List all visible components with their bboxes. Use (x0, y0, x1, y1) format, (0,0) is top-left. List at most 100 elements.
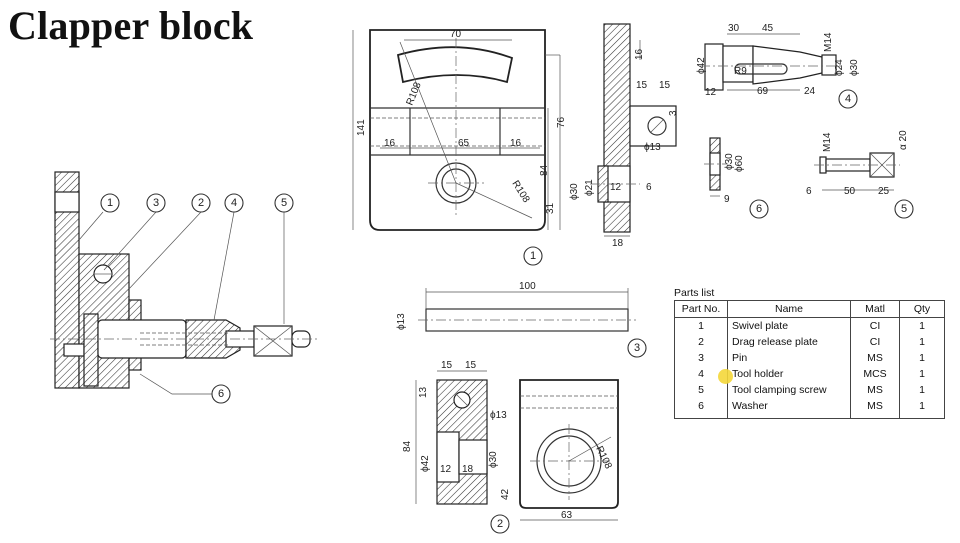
cell-part-no: 3 (674, 350, 728, 366)
dim-p1-r108-top: R108 (405, 80, 424, 107)
dim-p1s-d21: ϕ21 (584, 179, 595, 196)
dim-p1s-12: 12 (610, 182, 622, 193)
cell-qty: 1 (899, 334, 945, 350)
dim-p1-31: 31 (545, 202, 556, 214)
dim-p1s-18: 18 (612, 238, 624, 249)
dim-p4-30: 30 (728, 23, 740, 34)
parts-list-row: 1 Swivel plate CI 1 (674, 317, 945, 334)
part4-label: 4 (838, 89, 858, 109)
dim-p1-r108-bottom: R108 (509, 179, 531, 205)
dim-p5-a20: α 20 (898, 130, 909, 150)
dim-p1s-d13: ϕ13 (644, 142, 661, 153)
dim-p2-42: 42 (500, 488, 511, 500)
dim-p6-d30: ϕ30 (724, 153, 735, 170)
dim-p1s-d30: ϕ30 (569, 183, 580, 200)
assembly-balloon-3: 3 (146, 193, 166, 213)
dim-p4-m14: M14 (823, 32, 834, 52)
dim-p1-16-right: 16 (510, 138, 522, 149)
svg-text:4: 4 (231, 197, 237, 209)
svg-text:2: 2 (198, 197, 204, 209)
dim-p3-d13: ϕ13 (396, 313, 407, 330)
cell-qty: 1 (899, 382, 945, 398)
dim-p1-84: 84 (539, 164, 550, 176)
svg-text:1: 1 (530, 250, 536, 262)
part4-view (700, 33, 842, 91)
dim-p2-12: 12 (440, 464, 452, 475)
assembly-balloon-1: 1 (100, 193, 120, 213)
header-name: Name (727, 300, 851, 318)
parts-list-row: 3 Pin MS 1 (674, 350, 945, 366)
cell-matl: MCS (850, 366, 900, 382)
svg-text:3: 3 (634, 342, 640, 354)
dim-p2-18: 18 (462, 464, 474, 475)
assembly-balloon-5: 5 (274, 193, 294, 213)
part1-front-view (352, 29, 561, 231)
parts-list-header-row: Part No. Name Matl Qty (674, 300, 945, 318)
assembly-balloon-6: 6 (211, 384, 231, 404)
assembly-balloon-2: 2 (191, 193, 211, 213)
part3-label: 3 (627, 338, 647, 358)
parts-list-row: 4 Tool holder MCS 1 (674, 366, 945, 382)
part1-label: 1 (523, 246, 543, 266)
dim-p5-50: 50 (844, 186, 856, 197)
header-qty: Qty (899, 300, 945, 318)
parts-list-caption: Parts list (674, 287, 715, 299)
assembly-view (50, 171, 318, 395)
cell-qty: 1 (899, 317, 945, 334)
part6-view (704, 137, 728, 197)
cell-matl: MS (850, 382, 900, 398)
dim-p4-69: 69 (757, 86, 769, 97)
cell-part-no: 1 (674, 317, 728, 334)
header-part-no: Part No. (674, 300, 728, 318)
part2-label: 2 (490, 514, 510, 534)
presenter-pointer-dot (718, 369, 733, 384)
dim-p2-r108: R108 (593, 444, 614, 471)
dim-p1-141: 141 (356, 119, 367, 136)
cell-matl: MS (850, 398, 900, 419)
dim-p4-d24: ϕ24 (834, 59, 845, 76)
cell-name: Pin (727, 350, 851, 366)
dim-p2-63: 63 (561, 510, 573, 521)
dim-p4-d30: ϕ30 (849, 59, 860, 76)
part5-view (814, 152, 900, 191)
dim-p1s-3: 3 (668, 110, 679, 116)
dim-p1-76: 76 (556, 116, 567, 128)
parts-list: Parts list Part No. Name Matl Qty 1 Swiv… (674, 287, 945, 419)
cell-name: Tool holder (727, 366, 851, 382)
cell-matl: CI (850, 334, 900, 350)
cell-name: Drag release plate (727, 334, 851, 350)
cell-qty: 1 (899, 350, 945, 366)
dim-p1s-15a: 15 (636, 80, 648, 91)
part2-side-view (415, 370, 488, 505)
dim-p2-d30: ϕ30 (488, 451, 499, 468)
dim-p1s-16: 16 (634, 48, 645, 60)
dim-p2-d42: ϕ42 (420, 455, 431, 472)
dim-p5-25: 25 (878, 186, 890, 197)
dim-p5-m14: M14 (822, 132, 833, 152)
svg-text:5: 5 (901, 203, 907, 215)
cell-name: Swivel plate (727, 317, 851, 334)
cell-part-no: 5 (674, 382, 728, 398)
dim-p4-12: 12 (705, 87, 717, 98)
cell-name: Washer (727, 398, 851, 419)
dim-p1-70: 70 (450, 29, 462, 40)
dim-p1-65: 65 (458, 138, 470, 149)
part2-front-view (519, 379, 619, 521)
svg-text:2: 2 (497, 518, 503, 530)
svg-text:4: 4 (845, 93, 851, 105)
parts-list-table: Part No. Name Matl Qty 1 Swivel plate CI… (674, 300, 945, 419)
cell-matl: CI (850, 317, 900, 334)
svg-text:6: 6 (756, 203, 762, 215)
dim-p6-9: 9 (724, 194, 730, 205)
svg-text:1: 1 (107, 197, 113, 209)
dim-p5-6: 6 (806, 186, 812, 197)
parts-list-row: 2 Drag release plate CI 1 (674, 334, 945, 350)
dim-p6-d60: ϕ60 (734, 155, 745, 172)
dim-p2-15b: 15 (465, 360, 477, 371)
dim-p4-45: 45 (762, 23, 774, 34)
parts-list-row: 6 Washer MS 1 (674, 398, 945, 419)
header-matl: Matl (850, 300, 900, 318)
dim-p4-24: 24 (804, 86, 816, 97)
slide-title: Clapper block (8, 3, 254, 48)
dim-p2-84: 84 (402, 440, 413, 452)
